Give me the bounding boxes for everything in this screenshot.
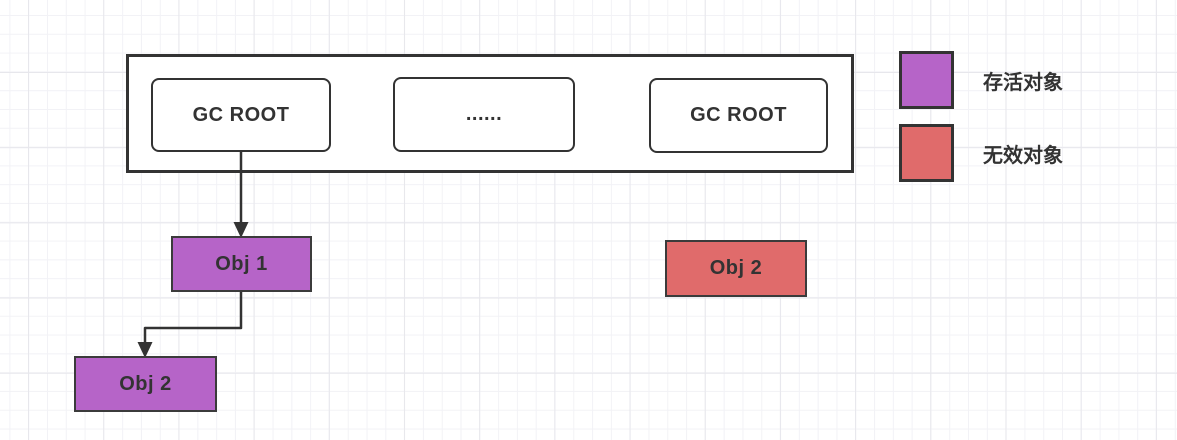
ellipsis-label: ...... — [465, 103, 503, 125]
arrow-obj1-to-obj2 — [137, 292, 243, 358]
legend-swatch-live-icon — [899, 51, 954, 109]
object-box-obj1: Obj 1 — [171, 236, 312, 292]
gc-root-box-middle-ellipsis: ...... — [393, 77, 575, 152]
object-box-obj2-dead-label: Obj 2 — [709, 257, 763, 279]
legend-label-dead: 无效对象 — [983, 124, 1103, 182]
object-box-obj2-live: Obj 2 — [74, 356, 217, 412]
object-box-obj2-dead: Obj 2 — [665, 240, 807, 297]
gc-root-box-left: GC ROOT — [151, 78, 331, 152]
legend-label-live-text: 存活对象 — [983, 71, 1063, 94]
gc-root-box-left-label: GC ROOT — [192, 103, 290, 126]
legend-swatch-dead-icon — [899, 124, 954, 182]
object-box-obj2-live-label: Obj 2 — [119, 372, 172, 395]
arrow-obj1-to-obj2-line — [143, 292, 243, 344]
legend-label-dead-text: 无效对象 — [983, 144, 1063, 167]
gc-root-box-right-label: GC ROOT — [690, 104, 787, 126]
object-box-obj1-label: Obj 1 — [215, 252, 268, 275]
gc-root-box-right: GC ROOT — [649, 78, 828, 153]
legend-label-live: 存活对象 — [983, 51, 1103, 109]
